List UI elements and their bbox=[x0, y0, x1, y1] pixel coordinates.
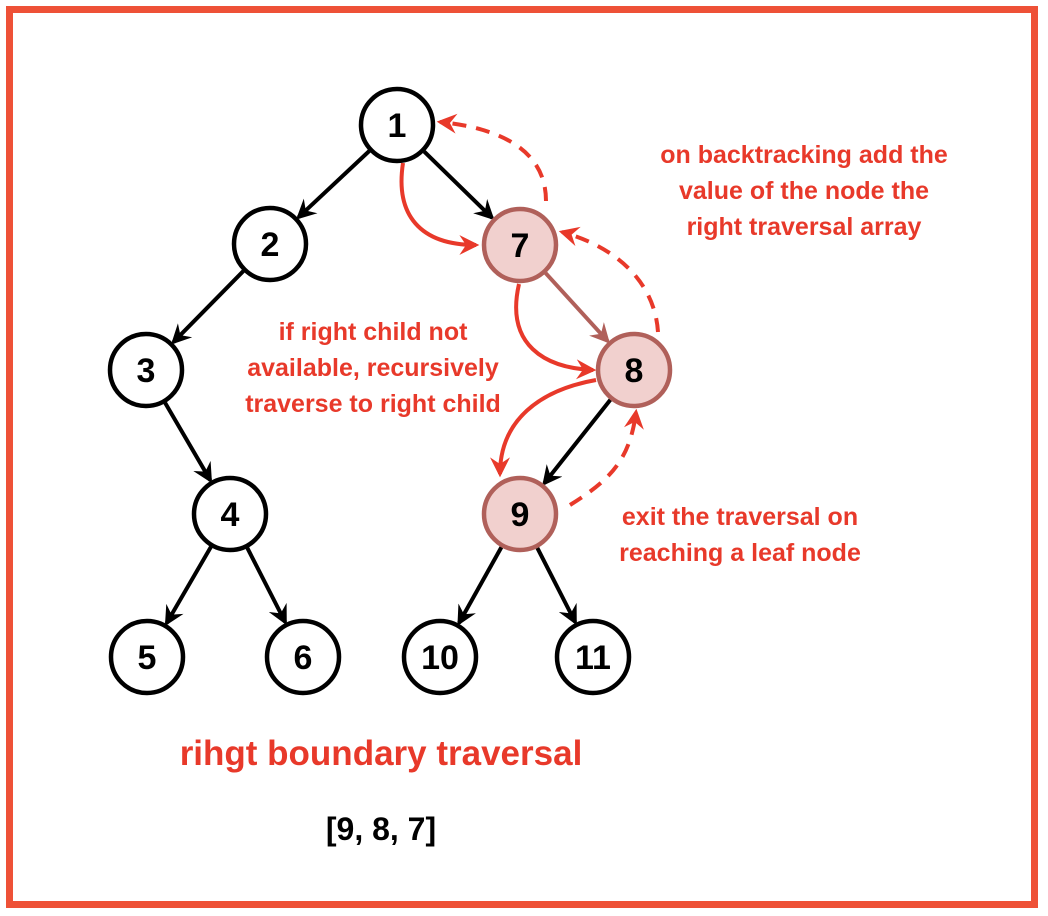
node-circle bbox=[401, 618, 479, 696]
annotation-recursive-line-3: traverse to right child bbox=[245, 390, 501, 418]
traversal-arrows bbox=[399, 113, 660, 507]
traverse-arrow-8-9 bbox=[490, 378, 597, 478]
annotation-exit-line-2: reaching a leaf node bbox=[619, 539, 861, 567]
tree-edge-3-4 bbox=[163, 401, 213, 484]
annotation-backtracking-line-3: right traversal array bbox=[687, 213, 922, 241]
diagram-frame bbox=[6, 6, 1038, 908]
traverse-arrow-7-8 bbox=[514, 283, 597, 380]
node-circle bbox=[231, 205, 309, 283]
annotation-recursive-line-2: available, recursively bbox=[247, 354, 499, 382]
node-label: 4 bbox=[221, 496, 240, 534]
tree-node-3: 3 bbox=[107, 331, 185, 409]
tree-edge-2-3 bbox=[171, 269, 245, 345]
traverse-arrow-1-7 bbox=[399, 162, 480, 255]
tree-node-1: 1 bbox=[358, 86, 436, 164]
node-circle bbox=[481, 475, 559, 553]
annotation-backtracking-line-2: value of the node the bbox=[679, 177, 929, 205]
tree-node-7: 7 bbox=[481, 206, 559, 284]
tree-node-11: 11 bbox=[554, 618, 632, 696]
tree-edge-7-8 bbox=[544, 271, 610, 344]
tree-edge-9-10 bbox=[457, 546, 504, 626]
traversal-result: [9, 8, 7] bbox=[326, 811, 436, 847]
backtrack-arrow-9-8 bbox=[568, 408, 644, 507]
backtrack-arrow-8-7 bbox=[558, 226, 660, 333]
node-circle bbox=[595, 331, 673, 409]
tree-edge-1-7 bbox=[422, 150, 495, 221]
node-circle bbox=[481, 206, 559, 284]
tree-node-4: 4 bbox=[191, 475, 269, 553]
node-label: 6 bbox=[294, 639, 313, 677]
backtrack-arrow-7-1 bbox=[436, 113, 548, 202]
node-circle bbox=[554, 618, 632, 696]
node-circle bbox=[107, 331, 185, 409]
annotation-exit: exit the traversal on reaching a leaf no… bbox=[619, 503, 861, 567]
annotation-backtracking-line-1: on backtracking add the bbox=[660, 141, 948, 169]
node-label: 10 bbox=[421, 639, 459, 677]
annotation-recursive-line-1: if right child not bbox=[279, 318, 469, 346]
node-circle bbox=[264, 618, 342, 696]
annotation-recursive: if right child not available, recursivel… bbox=[245, 318, 501, 418]
node-circle bbox=[108, 618, 186, 696]
node-label: 1 bbox=[388, 107, 407, 145]
node-label: 8 bbox=[625, 352, 644, 390]
diagram-title: rihgt boundary traversal bbox=[180, 734, 583, 773]
node-label: 5 bbox=[138, 639, 157, 677]
tree-node-2: 2 bbox=[231, 205, 309, 283]
tree-node-6: 6 bbox=[264, 618, 342, 696]
tree-node-10: 10 bbox=[401, 618, 479, 696]
node-label: 3 bbox=[137, 352, 156, 390]
node-label: 2 bbox=[261, 226, 280, 264]
node-label: 9 bbox=[511, 496, 530, 534]
tree-edge-1-2 bbox=[296, 149, 371, 220]
tree-node-5: 5 bbox=[108, 618, 186, 696]
tree-edge-8-9 bbox=[542, 398, 612, 487]
tree-node-8: 8 bbox=[595, 331, 673, 409]
node-label: 7 bbox=[511, 227, 530, 265]
tree-edge-4-6 bbox=[245, 546, 288, 626]
node-label: 11 bbox=[575, 639, 611, 677]
node-circle bbox=[191, 475, 269, 553]
tree-nodes: 1 2 3 4 5 6 7 8 9 10 11 bbox=[107, 86, 673, 696]
tree-edge-4-5 bbox=[164, 545, 213, 627]
annotation-backtracking: on backtracking add the value of the nod… bbox=[660, 141, 948, 241]
tree-edge-9-11 bbox=[535, 546, 578, 626]
node-circle bbox=[358, 86, 436, 164]
tree-node-9: 9 bbox=[481, 475, 559, 553]
annotation-exit-line-1: exit the traversal on bbox=[622, 503, 858, 531]
tree-edges bbox=[163, 149, 612, 627]
